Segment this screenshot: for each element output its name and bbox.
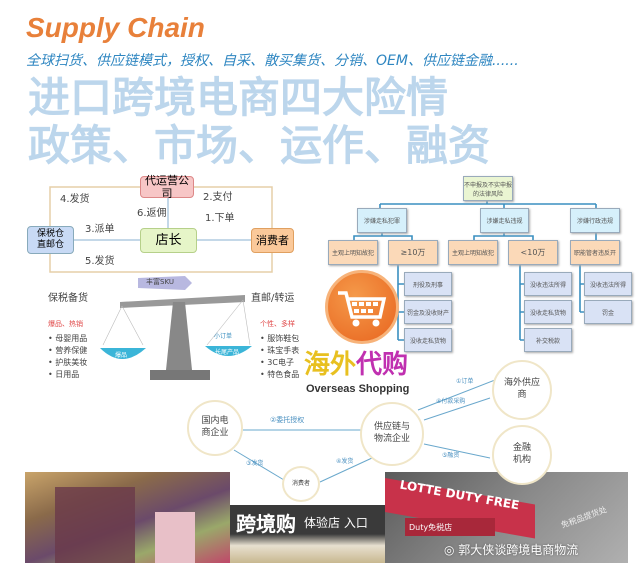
edge-label: ③发货: [246, 460, 264, 467]
supply-chain-node: 供应链与 物流企业: [360, 402, 424, 466]
store-sign-small: 体验店 入口: [304, 516, 368, 530]
tree-l2: 职能管者违反开: [570, 240, 620, 265]
tree-l3: 没收走私货物: [524, 300, 572, 324]
edge-label: ④发货: [336, 458, 354, 465]
step-ship-4: 4.发货: [60, 194, 90, 205]
warehouse-photo: [25, 472, 230, 563]
tree-l2: 主观上明知故犯: [448, 240, 498, 265]
tree-l3: 罚金: [584, 300, 632, 324]
edge-label: ①订单: [456, 378, 474, 385]
tree-l3: 补交税款: [524, 328, 572, 352]
scale-pan-right: [205, 346, 252, 356]
tree-l1: 涉嫌走私违规: [480, 208, 529, 233]
pan-left-label: 爆品: [115, 352, 128, 359]
title-part-a: 海外: [304, 350, 357, 380]
tree-l2: <10万: [508, 240, 558, 265]
list-item: 珠宝手表: [260, 345, 299, 357]
list-item: 特色食品: [260, 369, 299, 381]
tree-l3: 没收走私货物: [404, 328, 452, 352]
scale-beam: [120, 295, 245, 308]
step-ship-5: 5.发货: [85, 256, 115, 267]
wechat-account-name: 郭大侠谈跨境电商物流: [458, 543, 579, 557]
tree-l3: 没收违法所得: [524, 272, 572, 296]
edge-label: ⑤融资: [442, 452, 460, 459]
tree-l3: 没收违法所得: [584, 272, 632, 296]
wechat-icon: ◎: [444, 543, 459, 557]
list-item: 护肤美妆: [48, 357, 87, 369]
page-title: Supply Chain: [26, 12, 205, 43]
list-item: 营养保健: [48, 345, 87, 357]
consumer-node: 消费者: [282, 466, 320, 502]
agency-box: 代运营公司: [140, 174, 194, 200]
tree-l1: 涉嫌行政违规: [570, 208, 620, 233]
list-item: 日用品: [48, 369, 87, 381]
sku-label: 丰富SKU: [146, 278, 174, 286]
overseas-shopping-title: 海外代购: [304, 350, 408, 380]
overseas-supplier-node: 海外供应 商: [492, 360, 552, 420]
warehouse-box: 保税仓 直邮仓: [27, 226, 74, 254]
pan-right-label: 长尾产品: [215, 349, 240, 356]
risk-watermark-line1: 进口跨境电商四大险情: [28, 73, 449, 122]
scale-base: [150, 370, 210, 380]
sku-arrow: [138, 276, 192, 290]
small-order-label: 小订单: [214, 333, 233, 340]
step-dispatch: 3.派单: [85, 224, 115, 235]
edge-label: ④付款采购: [436, 398, 466, 405]
page-subtitle: 全球扫货、供应链模式，授权、自采、散买集货、分销、OEM、供应链金融......: [26, 53, 519, 69]
experience-store-photo: 跨境购 体验店 入口: [230, 505, 385, 563]
shopowner-box: 店长: [140, 228, 197, 253]
shopping-cart-icon: [325, 270, 399, 344]
list-item: 3C电子: [260, 357, 299, 369]
wechat-watermark: ◎ 郭大侠谈跨境电商物流: [444, 541, 578, 558]
tree-l1: 涉嫌走私犯罪: [357, 208, 407, 233]
step-pay: 2.支付: [203, 192, 233, 203]
step-order: 1.下单: [205, 213, 235, 224]
finance-node: 金融 机构: [492, 425, 552, 485]
scale-pan-left: [100, 348, 146, 359]
list-item: 母婴用品: [48, 333, 87, 345]
edge-label: ②委托授权: [270, 416, 305, 424]
direct-items: 服饰鞋包 珠宝手表 3C电子 特色食品: [260, 333, 299, 381]
lotte-photo: LOTTE DUTY FREE Duty免税店 免税品提货处: [385, 472, 628, 563]
step-rebate: 6.返佣: [137, 208, 167, 219]
consumer-box: 消费者: [251, 228, 294, 253]
tree-l3: 刑役及刑事: [404, 272, 452, 296]
domestic-ecommerce-node: 国内电 商企业: [187, 400, 243, 456]
dutyfree-sign: Duty免税店: [405, 518, 495, 536]
direct-mail-title: 直邮/转运: [251, 293, 295, 304]
overseas-english: Overseas Shopping: [306, 383, 410, 395]
tree-root: 不申报及不实申报的法律风险: [463, 176, 513, 201]
tree-l2: ≥10万: [388, 240, 438, 265]
title-part-b: 代购: [356, 350, 409, 380]
tree-l3: 罚金及没收财产: [404, 300, 452, 324]
list-item: 服饰鞋包: [260, 333, 299, 345]
scale-post: [166, 302, 192, 370]
bonded-subtitle: 爆品、热销: [48, 320, 83, 328]
store-sign: 跨境购: [236, 512, 296, 536]
tree-l2: 主观上明知故犯: [328, 240, 378, 265]
direct-subtitle: 个性、多样: [260, 320, 295, 328]
bonded-stock-title: 保税备货: [48, 293, 88, 304]
bonded-items: 母婴用品 营养保健 护肤美妆 日用品: [48, 333, 87, 381]
risk-watermark-line2: 政策、市场、运作、融资: [28, 121, 491, 170]
